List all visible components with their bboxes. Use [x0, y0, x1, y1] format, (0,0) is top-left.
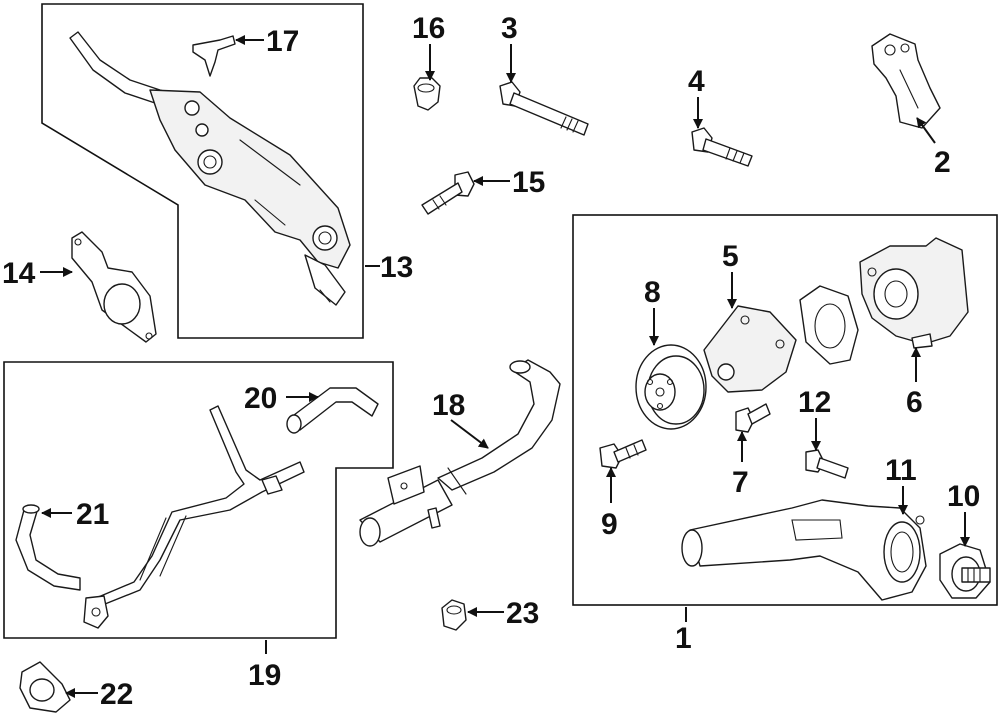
callout-8: 8 [644, 276, 661, 309]
pump-gasket [799, 285, 859, 365]
callout-6: 6 [906, 386, 923, 419]
callout-numbers: 1 2 3 4 5 6 7 8 9 10 11 12 13 14 15 16 1… [2, 12, 980, 711]
callout-21: 21 [76, 498, 109, 531]
thermostat-housing-assembly [69, 31, 351, 306]
callout-20: 20 [244, 382, 277, 415]
callout-10: 10 [947, 480, 980, 513]
callout-7: 7 [732, 466, 749, 499]
callout-13: 13 [380, 251, 413, 284]
bolt-9 [599, 439, 647, 469]
callout-2: 2 [934, 146, 951, 179]
callout-4: 4 [688, 65, 705, 98]
callout-19: 19 [248, 659, 281, 692]
gasket-22 [19, 661, 71, 713]
bolt-15 [421, 171, 475, 215]
gasket-14 [71, 231, 157, 343]
assembly-1-frame [572, 214, 998, 606]
coolant-pipe-assembly [83, 405, 305, 629]
nut-16 [413, 77, 441, 111]
bolt-3 [499, 81, 589, 136]
assembly-13-frame [41, 3, 364, 339]
bracket-2 [871, 33, 941, 129]
callout-12: 12 [798, 386, 831, 419]
callout-3: 3 [501, 12, 518, 45]
inlet-pipe-11 [681, 499, 927, 601]
water-pump-5 [703, 305, 797, 393]
bolt-7 [735, 403, 771, 433]
callout-11: 11 [885, 454, 917, 487]
callout-23: 23 [506, 597, 539, 630]
bolt-12 [805, 449, 849, 479]
thermostat-10 [939, 543, 991, 599]
callout-5: 5 [722, 240, 739, 273]
callout-9: 9 [601, 508, 618, 541]
callout-16: 16 [412, 12, 445, 45]
callout-22: 22 [100, 678, 133, 711]
water-pipe-18 [359, 359, 561, 547]
pump-housing-6 [859, 237, 969, 349]
leader-2 [916, 117, 936, 144]
hose-21 [15, 504, 81, 591]
callout-17: 17 [266, 25, 299, 58]
plug-23 [441, 599, 467, 631]
assembly-19-frame [3, 361, 394, 639]
pump-pulley-8 [635, 344, 707, 430]
callout-14: 14 [2, 257, 36, 290]
callout-15: 15 [512, 166, 545, 199]
callout-18: 18 [432, 389, 465, 422]
hose-20 [286, 387, 379, 434]
clip-17 [192, 35, 236, 77]
bolt-4 [691, 127, 753, 167]
leader-18 [450, 419, 489, 449]
callout-1: 1 [675, 622, 692, 655]
leader-lines [40, 35, 970, 698]
